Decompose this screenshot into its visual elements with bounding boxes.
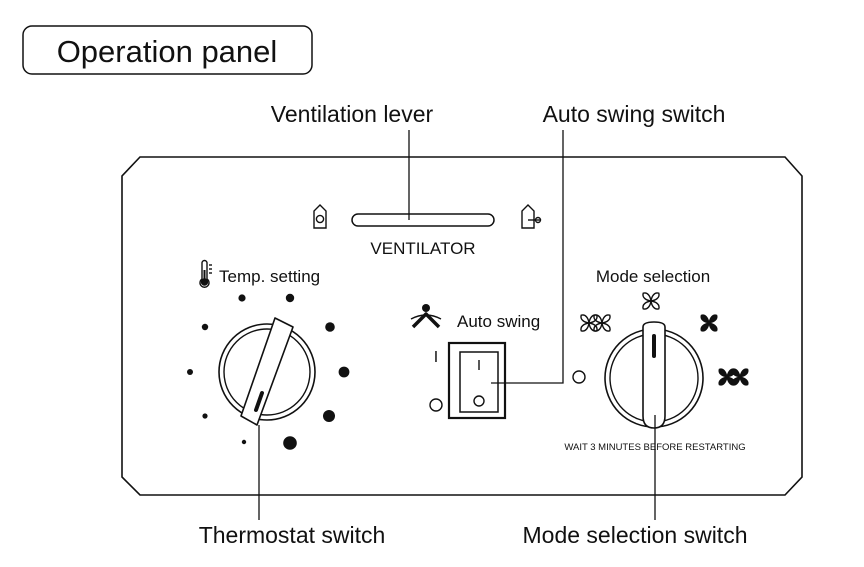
mode-off-mark	[572, 370, 586, 384]
callout-mode-selection-switch: Mode selection switch	[523, 522, 748, 548]
switch-off-mark-left	[429, 398, 443, 412]
auto-swing-rocker-switch[interactable]	[447, 341, 507, 420]
ventilator-closed-icon	[313, 204, 327, 229]
ventilator-label: VENTILATOR	[370, 239, 475, 258]
thermometer-icon	[199, 259, 212, 288]
auto-swing-icon	[410, 304, 442, 329]
mode-selection-label: Mode selection	[596, 267, 710, 286]
ventilator-open-icon	[521, 204, 542, 229]
title-box: Operation panel	[22, 25, 313, 75]
thermostat-pointer	[254, 391, 264, 412]
thermostat-knob[interactable]	[218, 317, 316, 426]
callout-ventilation-lever: Ventilation lever	[271, 101, 434, 127]
page-title: Operation panel	[57, 34, 278, 69]
switch-on-mark: I	[434, 349, 438, 366]
callout-auto-swing-switch: Auto swing switch	[543, 101, 726, 127]
temp-setting-label: Temp. setting	[219, 267, 320, 286]
temp-scale-dots	[187, 293, 350, 450]
mode-selection-knob[interactable]	[604, 321, 704, 429]
ventilation-lever[interactable]	[351, 213, 495, 227]
leader-lines	[258, 130, 656, 520]
callout-thermostat-switch: Thermostat switch	[199, 522, 386, 548]
auto-swing-label: Auto swing	[457, 312, 540, 331]
